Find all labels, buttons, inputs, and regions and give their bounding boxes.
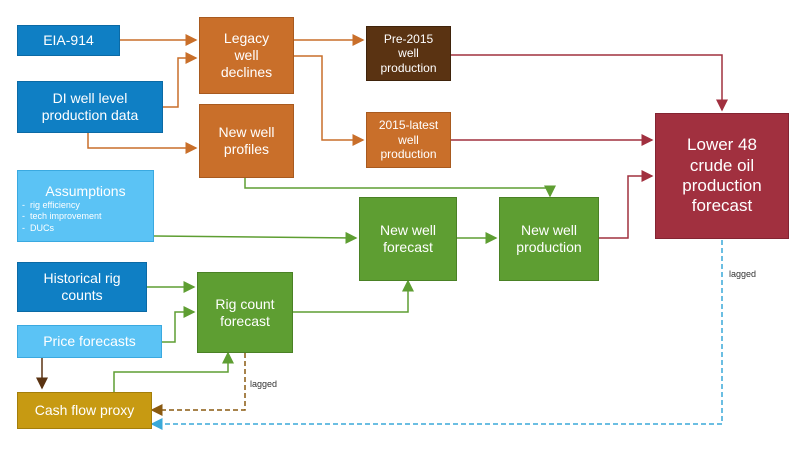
edge-assumptions-forecast xyxy=(153,231,358,244)
node-new-well-production: New well production xyxy=(499,197,599,281)
node-legacy-line1: Legacy xyxy=(223,30,270,47)
edge-cashflow-rigforecast xyxy=(113,351,234,392)
node-post2015-line1: 2015-latest xyxy=(378,118,439,133)
node-cash-flow-proxy-label: Cash flow proxy xyxy=(34,402,135,419)
edge-di-legacy xyxy=(163,52,198,108)
node-nwf-line1: New well xyxy=(379,222,436,239)
node-cash-flow-proxy: Cash flow proxy xyxy=(17,392,152,429)
node-post2015: 2015-latest well production xyxy=(366,112,451,168)
node-lower48-line3: production xyxy=(682,176,762,195)
node-lower48-forecast: Lower 48 crude oil production forecast xyxy=(655,113,789,239)
edge-legacy-post2015 xyxy=(294,55,365,146)
node-rig-count-forecast: Rig count forecast xyxy=(197,272,293,353)
node-price-forecasts: Price forecasts xyxy=(17,325,162,358)
node-nwf-line2: forecast xyxy=(383,239,433,255)
edge-production-lower48 xyxy=(599,170,654,239)
assumptions-list: - rig efficiency - tech improvement - DU… xyxy=(22,200,102,234)
node-profiles-line2: profiles xyxy=(223,141,270,157)
node-historical-rig-line2: counts xyxy=(61,287,103,303)
edge-profiles-production xyxy=(244,178,556,198)
edge-price-rigforecast xyxy=(162,306,196,343)
node-profiles-line1: New well xyxy=(218,124,275,141)
assumption-item: - rig efficiency xyxy=(22,200,80,210)
lagged-label-rig: lagged xyxy=(250,379,278,389)
node-nwp-line2: production xyxy=(516,239,582,255)
node-price-forecasts-label: Price forecasts xyxy=(43,333,136,350)
node-eia914-label: EIA-914 xyxy=(43,32,94,49)
edge-di-newprofiles xyxy=(87,133,198,154)
node-assumptions-title: Assumptions xyxy=(45,183,126,199)
node-di-data-line2: production data xyxy=(41,107,139,123)
assumption-item: - tech improvement xyxy=(22,211,102,222)
node-new-well-profiles: New well profiles xyxy=(199,104,294,178)
edge-pre2015-lower48 xyxy=(451,54,728,112)
node-rigcount-line1: Rig count xyxy=(215,295,275,312)
node-pre2015-line1: Pre-2015 xyxy=(383,31,434,46)
node-lower48-line2: crude oil xyxy=(689,155,755,175)
node-assumptions: Assumptions xyxy=(17,170,154,242)
edge-lower48-cashflow-lagged xyxy=(150,240,723,430)
node-historical-rig: Historical rig counts xyxy=(17,262,147,312)
node-historical-rig-line1: Historical rig xyxy=(43,270,121,287)
node-pre2015-line3: production xyxy=(380,60,437,75)
node-lower48-line1: Lower 48 xyxy=(687,135,757,155)
node-di-data: DI well level production data xyxy=(17,81,163,133)
node-post2015-line2: well xyxy=(398,132,419,147)
node-legacy-line2: well xyxy=(234,47,259,64)
lagged-label-lower48: lagged xyxy=(729,269,757,279)
node-new-well-forecast: New well forecast xyxy=(359,197,457,281)
node-eia914: EIA-914 xyxy=(17,25,120,56)
node-pre2015-line2: well xyxy=(398,46,419,61)
assumption-item: - DUCs xyxy=(22,222,54,233)
node-rigcount-line2: forecast xyxy=(220,312,270,329)
node-pre2015: Pre-2015 well production xyxy=(366,26,451,81)
node-lower48-line4: forecast xyxy=(691,196,753,216)
node-nwp-line1: New well xyxy=(520,222,577,239)
edge-rigforecast-cashflow-lagged xyxy=(150,353,246,416)
node-post2015-line3: production xyxy=(380,147,437,162)
node-legacy-declines: Legacy well declines xyxy=(199,17,294,94)
edge-rigforecast-forecast xyxy=(293,279,414,313)
node-di-data-line1: DI well level xyxy=(52,90,128,107)
node-legacy-line3: declines xyxy=(220,63,273,80)
